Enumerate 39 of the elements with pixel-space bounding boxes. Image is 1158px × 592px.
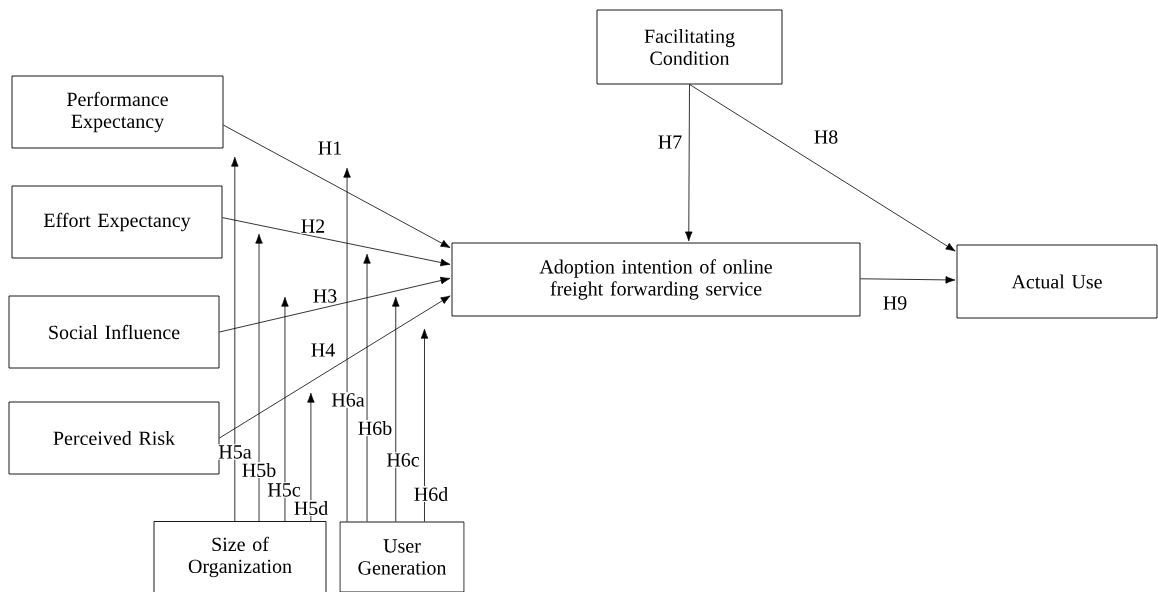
edge-label: H3 [311, 288, 339, 304]
edge-label: H7 [656, 134, 684, 150]
arrow [223, 124, 451, 249]
arrow [281, 296, 289, 522]
arrow [363, 253, 371, 522]
edge-label: H5d [292, 499, 330, 517]
construct-box: Actual Use [956, 244, 1158, 319]
arrow [343, 167, 351, 522]
edge-label: H6a [330, 392, 366, 408]
construct-box: Adoption intention of online freight forwarding service [451, 242, 861, 317]
arrow [860, 276, 956, 284]
arrow [689, 84, 956, 252]
arrow [255, 233, 263, 522]
edge-label: H1 [316, 140, 344, 156]
edge-label: H5b [240, 461, 278, 479]
edge-label: H6c [385, 452, 421, 468]
edge-label: H4 [309, 342, 337, 358]
edge-label: H6b [356, 419, 394, 437]
construct-box: Effort Expectancy [11, 185, 223, 259]
edge-label: H5c [266, 482, 302, 498]
construct-box: Performance Expectancy [11, 75, 224, 149]
edge-label: H6d [412, 485, 450, 503]
construct-box: Size of Organization [153, 521, 327, 592]
edge-label: H5a [217, 444, 253, 460]
arrow [307, 392, 315, 522]
arrow [392, 296, 400, 522]
arrow [222, 217, 451, 267]
edge-label: H2 [299, 218, 327, 234]
edge-label: H8 [812, 129, 840, 145]
arrow [685, 84, 693, 242]
arrow [231, 156, 239, 522]
arrow [219, 295, 451, 439]
construct-box: Social Influence [8, 295, 220, 369]
construct-box: User Generation [339, 521, 465, 592]
arrow [420, 328, 429, 522]
edge-label: H9 [881, 295, 909, 311]
arrow [219, 276, 451, 333]
construct-box: Perceived Risk [8, 401, 220, 475]
construct-box: Facilitating Condition [596, 9, 783, 85]
